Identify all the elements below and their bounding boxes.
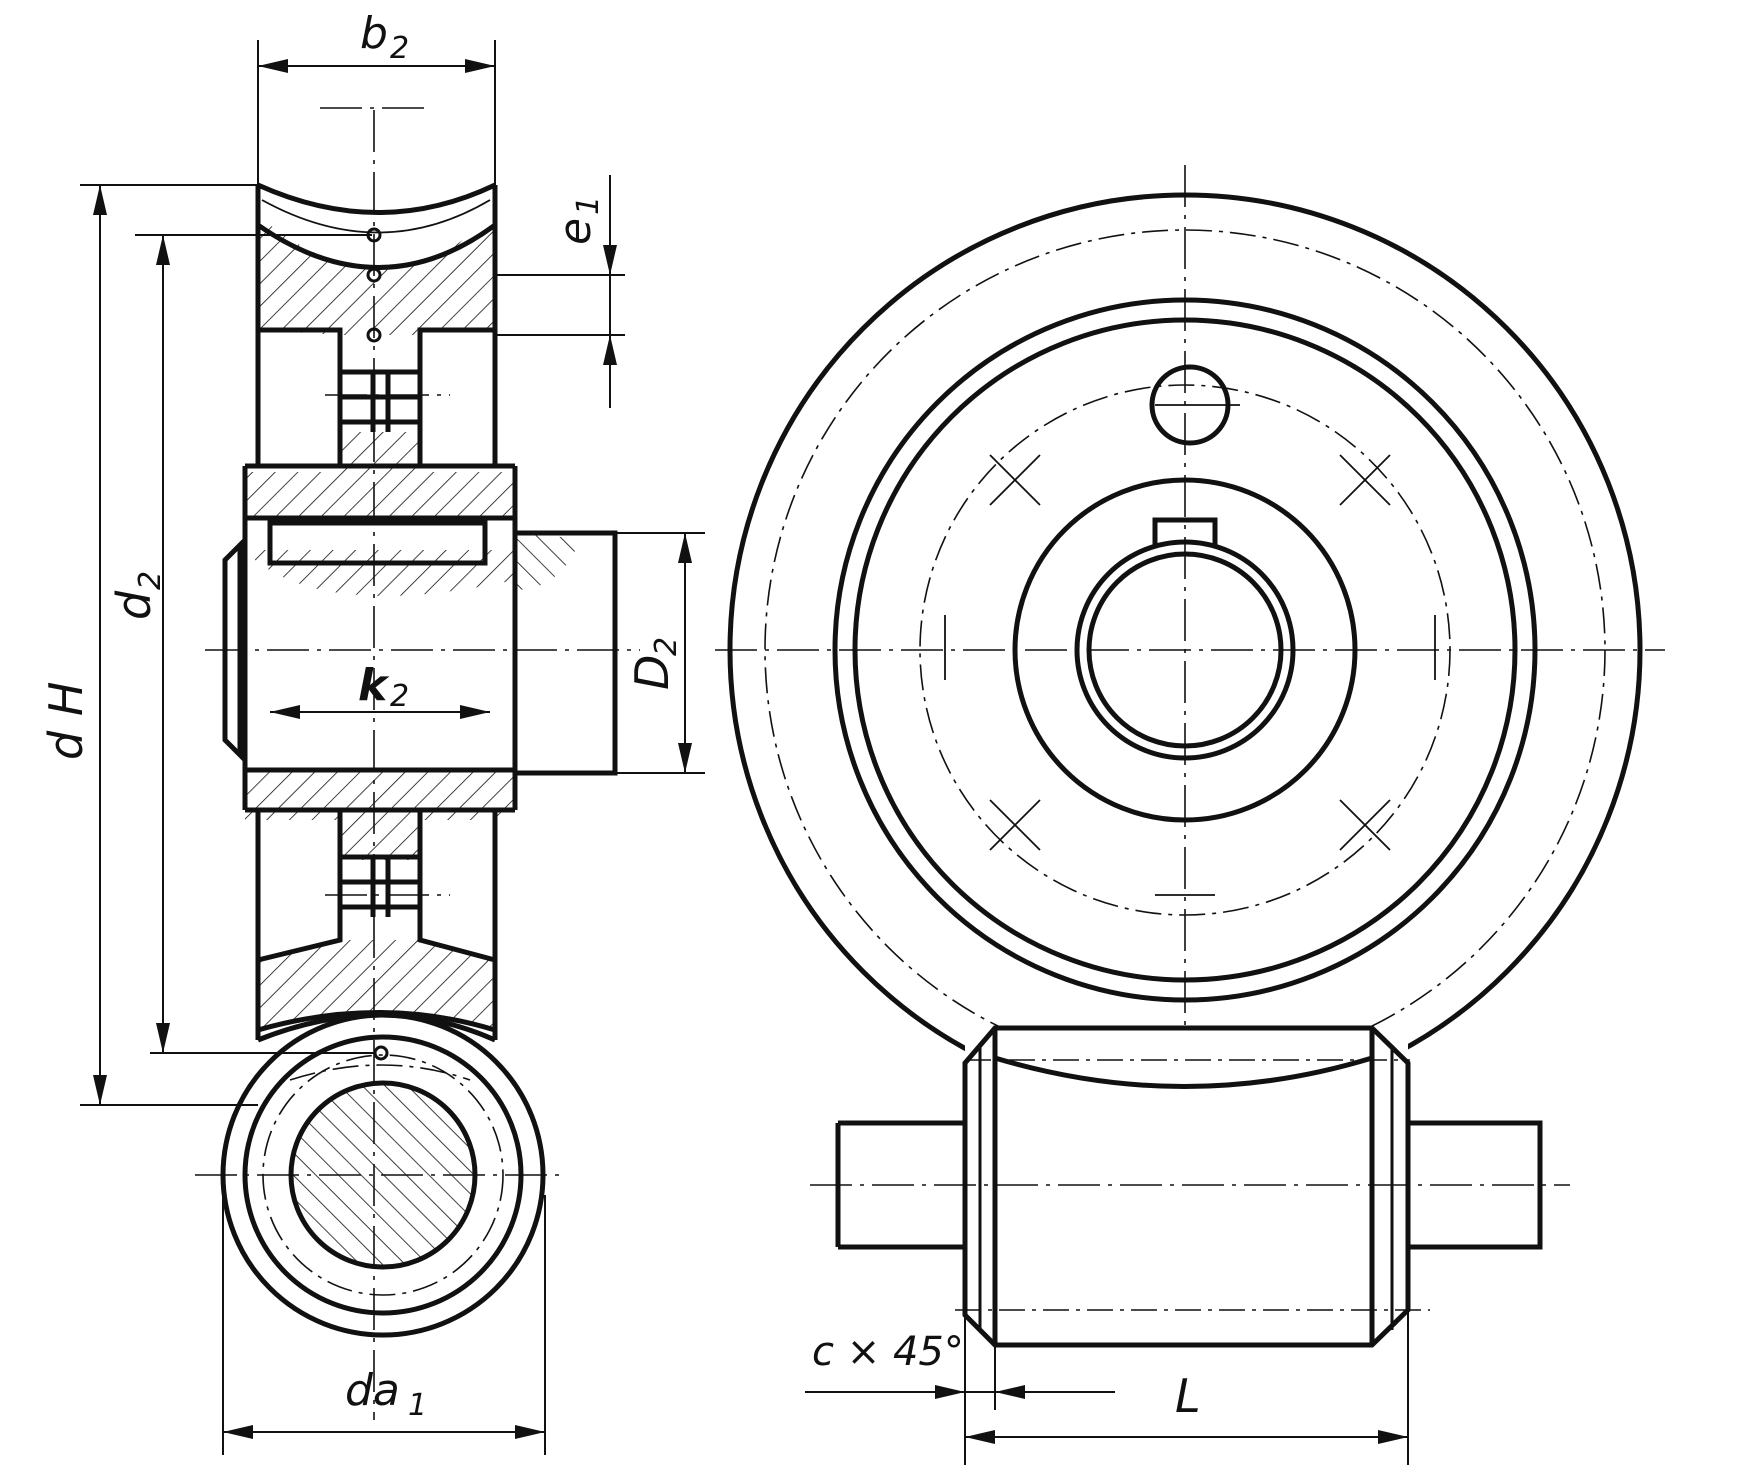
dimension-chamfer: c × 45°: [805, 1329, 1115, 1410]
keyway: [1152, 517, 1218, 545]
bolt-cross-marks: [944, 404, 1436, 896]
label-dH: d H: [39, 682, 93, 760]
dimension-e1: e 1: [495, 175, 625, 408]
label-da1: da: [345, 1365, 400, 1416]
label-D2: D: [625, 655, 679, 690]
worm-side-view: [810, 1025, 1570, 1348]
label-b2-sub: 2: [390, 31, 409, 66]
label-da1-sub: 1: [408, 1388, 427, 1423]
dimension-dH: d H: [39, 184, 258, 1106]
dimension-D2: D 2: [615, 532, 705, 774]
dimension-L: L: [964, 1310, 1409, 1465]
label-chamfer: c × 45°: [812, 1329, 964, 1375]
front-view: L c × 45°: [715, 165, 1665, 1465]
dimension-d2: d 2: [107, 234, 375, 1054]
section-view: b 2 e 1 d 2: [39, 8, 705, 1455]
dimension-k2: k 2: [270, 660, 490, 719]
dimension-b2: b 2: [257, 8, 496, 185]
label-d2: d: [107, 590, 161, 620]
label-e1: e: [550, 218, 601, 245]
dimension-da1: da 1: [222, 1195, 546, 1455]
label-k2-sub: 2: [390, 679, 409, 714]
label-d2-sub: 2: [133, 571, 168, 590]
label-k2: k: [358, 660, 390, 711]
label-e1-sub: 1: [571, 196, 606, 215]
label-D2-sub: 2: [649, 637, 684, 656]
label-b2: b: [360, 8, 388, 59]
label-L: L: [1175, 1369, 1201, 1423]
wheel-outline: [222, 182, 618, 1061]
